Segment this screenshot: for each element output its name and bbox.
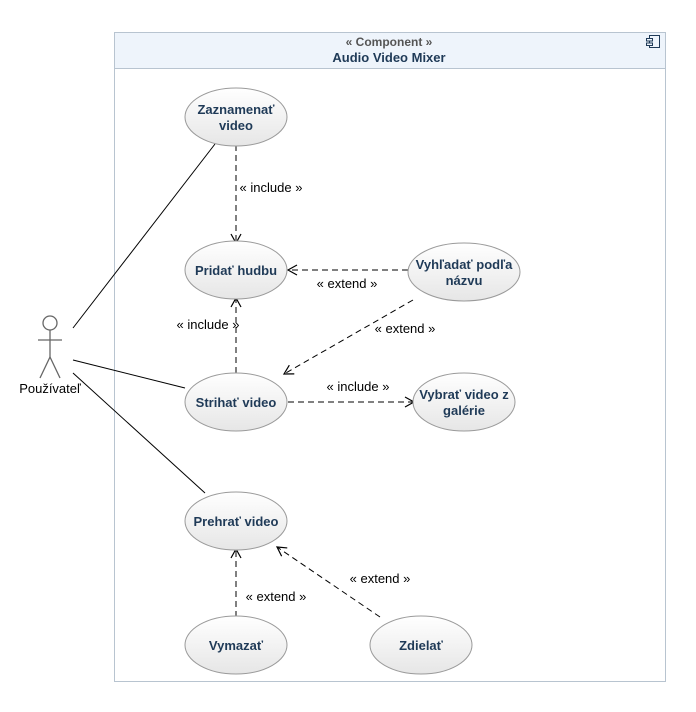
include-label-2: « include »: [177, 317, 240, 332]
use-case-vymazat[interactable]: Vymazať: [184, 615, 288, 675]
use-case-prehrat-video[interactable]: Prehrať video: [184, 491, 288, 551]
component-title: Audio Video Mixer: [332, 50, 445, 65]
extend-label-3: « extend »: [350, 571, 411, 586]
extend-arrow-vyhladat-strihat: [282, 299, 414, 375]
use-case-label-line: Vybrať video z: [419, 387, 509, 402]
use-case-zdielat[interactable]: Zdielať: [369, 615, 473, 675]
extend-label-4: « extend »: [246, 589, 307, 604]
include-label-3: « include »: [327, 379, 390, 394]
component-icon: [646, 35, 660, 48]
actor-label: Používateľ: [19, 381, 81, 396]
stick-figure-icon: [38, 315, 62, 379]
association-prehrat: [72, 372, 206, 494]
use-case-zaznamenat-video[interactable]: Zaznamenať video: [184, 87, 288, 147]
use-case-label-line: Vymazať: [209, 638, 264, 653]
use-case-label-line: Zaznamenať: [197, 102, 275, 117]
association-strihat: [72, 359, 186, 389]
component-header: [115, 33, 665, 68]
extend-label-2: « extend »: [375, 321, 436, 336]
use-case-pridat-hudbu[interactable]: Pridať hudbu: [184, 240, 288, 300]
use-case-vyhladat-podla-nazvu[interactable]: Vyhľadať podľa názvu: [407, 242, 521, 302]
use-case-label-line: video: [219, 118, 253, 133]
use-case-strihat-video[interactable]: Strihať video: [184, 372, 288, 432]
use-case-label-line: galérie: [443, 403, 485, 418]
use-case-label-line: Zdielať: [399, 638, 444, 653]
use-case-label-line: Pridať hudbu: [195, 263, 277, 278]
use-case-vybrat-video-z-galerie[interactable]: Vybrať video z galérie: [412, 372, 516, 432]
component-stereotype: « Component »: [346, 35, 433, 49]
association-zaznamenat: [72, 143, 216, 329]
extend-arrow-zdielat-prehrat: [275, 546, 381, 618]
use-case-label-line: názvu: [446, 273, 483, 288]
use-case-label-line: Prehrať video: [194, 514, 279, 529]
actor[interactable]: Používateľ: [19, 315, 81, 396]
use-case-label-line: Vyhľadať podľa: [416, 257, 513, 272]
include-label-1: « include »: [240, 180, 303, 195]
extend-label-1: « extend »: [317, 276, 378, 291]
use-case-label-line: Strihať video: [196, 395, 277, 410]
